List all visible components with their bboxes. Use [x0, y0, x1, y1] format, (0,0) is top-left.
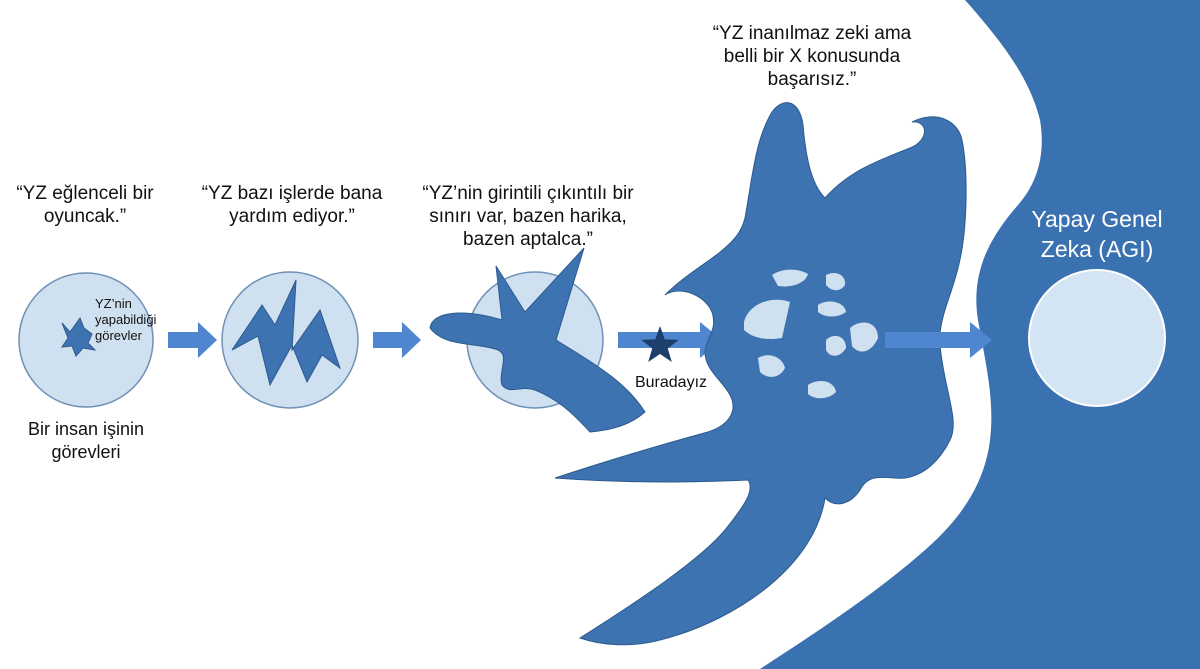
stage4-hole — [808, 380, 836, 399]
stage4-quote: “YZ inanılmaz zeki ama belli bir X konus… — [712, 23, 912, 90]
stage3-quote: “YZ’nin girintili çıkıntılı bir sınırı v… — [422, 183, 634, 250]
arrow-4 — [885, 322, 992, 358]
stage4-hole — [826, 273, 846, 291]
stage3-blob — [429, 247, 646, 433]
stage4-hole — [818, 301, 846, 317]
stage1-caption: Bir insan işinin görevleri — [27, 419, 145, 462]
arrow-1 — [168, 322, 217, 358]
we-are-here-label: Buradayız — [634, 374, 708, 391]
stage4-blob — [554, 102, 967, 646]
stage4-hole — [744, 299, 790, 340]
arrow-2 — [373, 322, 421, 358]
agi-region — [760, 0, 1200, 669]
stage4-hole — [758, 355, 785, 377]
stage1-inner-label: YZ’nin yapabildiği görevler — [95, 296, 157, 343]
agi-label: Yapay Genel Zeka (AGI) — [1031, 206, 1163, 262]
stage1-blob — [60, 316, 97, 357]
stage2-blob — [231, 279, 341, 387]
stage4-hole — [772, 269, 808, 287]
stage1-quote: “YZ eğlenceli bir oyuncak.” — [16, 183, 154, 227]
stage2-quote: “YZ bazı işlerde bana yardım ediyor.” — [201, 183, 383, 227]
agi-circle — [1028, 269, 1166, 407]
stage4-hole — [850, 322, 878, 352]
star-icon — [641, 326, 679, 362]
stage4-hole — [826, 335, 846, 356]
